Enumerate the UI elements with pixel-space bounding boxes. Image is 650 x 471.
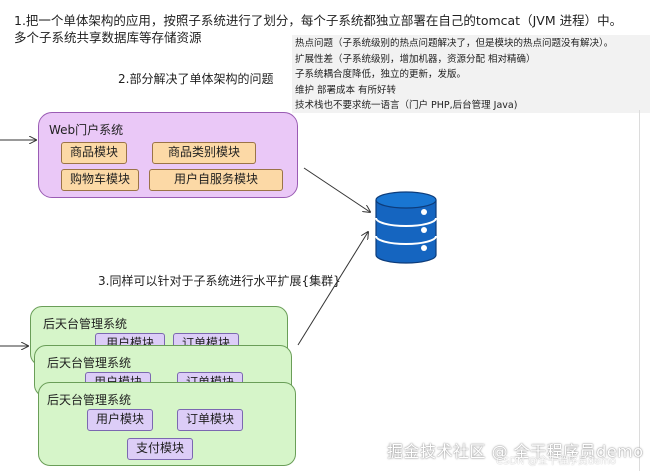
web-portal-system: Web门户系统 商品模块 商品类别模块 购物车模块 用户自服务模块: [38, 112, 298, 198]
user-self-service-module: 用户自服务模块: [149, 169, 283, 191]
admin-title: 后天台管理系统: [43, 317, 128, 331]
divider-line: [639, 110, 640, 471]
product-module: 商品模块: [61, 142, 127, 164]
info-line: 热点问题（子系统级别的热点问题解决了，但是模块的热点问题没有解决）。: [295, 38, 614, 49]
description-line-2: 多个子系统共享数据库等存储资源: [14, 30, 202, 45]
admin-title: 后天台管理系统: [47, 393, 132, 407]
payment-module: 支付模块: [127, 438, 193, 460]
info-line: 维护 部署成本 有所好转: [295, 84, 397, 96]
cart-module: 购物车模块: [61, 169, 139, 191]
web-to-db-arrow: [303, 167, 370, 212]
admin-title: 后天台管理系统: [47, 356, 132, 370]
description-note: 1.把一个单体架构的应用，按照子系统进行了划分，每个子系统都独立部署在自己的to…: [14, 12, 622, 46]
web-portal-title: Web门户系统: [49, 123, 124, 137]
pros-cons-box: 热点问题（子系统级别的热点问题解决了，但是模块的热点问题没有解决）。 扩展性差（…: [292, 35, 650, 113]
admin-system-3: 后天台管理系统 用户模块 订单模块 支付模块: [38, 382, 296, 466]
info-line: 扩展性差（子系统级别，增加机器，资源分配 相对精确）: [295, 53, 536, 65]
database-icon: [375, 191, 437, 264]
order-module: 订单模块: [177, 409, 243, 431]
info-line: 技术栈也不要求统一语言（门户 PHP,后台管理 Java): [295, 100, 518, 111]
admin-to-db-arrow: [297, 232, 368, 346]
step-3-note: 3.同样可以针对于子系统进行水平扩展{集群}: [98, 274, 341, 288]
step-2-note: 2.部分解决了单体架构的问题: [118, 72, 274, 86]
watermark-sub: CSDN @全干程序员demo: [496, 456, 617, 467]
watermark-main: 掘金技术社区 @ 全干程序员demo: [387, 442, 644, 461]
user-module: 用户模块: [87, 409, 153, 431]
description-line-1: 1.把一个单体架构的应用，按照子系统进行了划分，每个子系统都独立部署在自己的to…: [14, 13, 623, 28]
product-category-module: 商品类别模块: [152, 142, 256, 164]
info-line: 子系统耦合度降低，独立的更新，发版。: [295, 69, 467, 80]
